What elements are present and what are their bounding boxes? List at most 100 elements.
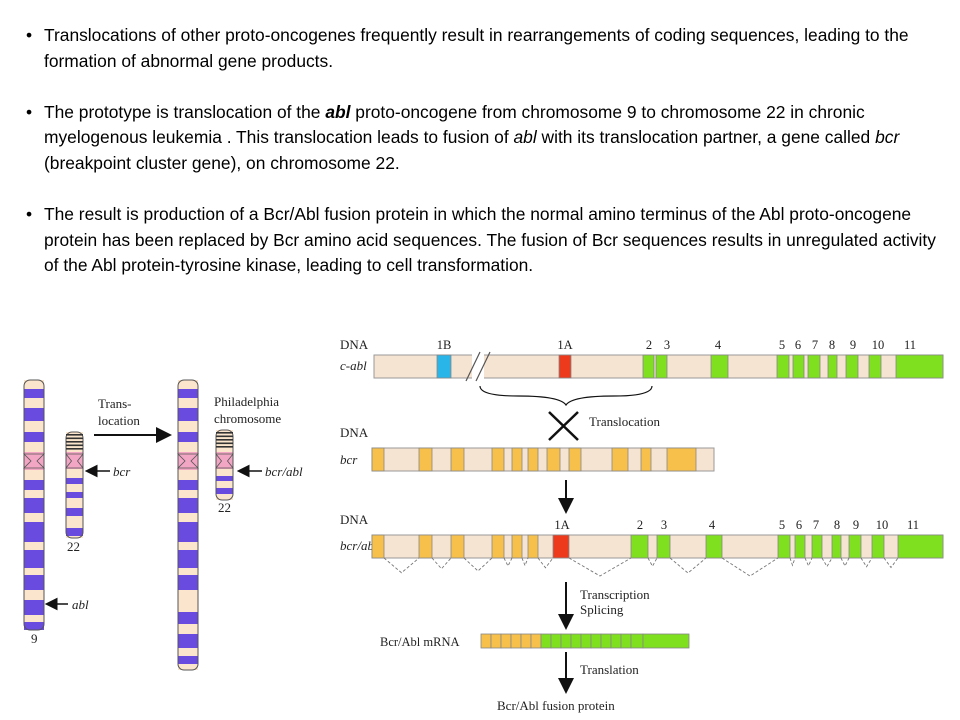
exon-block: [450, 534, 465, 559]
chromosome-band: [216, 488, 233, 494]
philadelphia-number: 22: [218, 500, 231, 515]
exon-block: [450, 447, 465, 472]
chromosome-band: [66, 516, 83, 528]
satellite-stripe: [66, 434, 83, 436]
abl-chromosome-label: abl: [72, 597, 89, 612]
bullet-list: •Translocations of other proto-oncogenes…: [26, 23, 946, 305]
exon-block: [527, 447, 539, 472]
satellite-stripe: [216, 435, 233, 438]
bullet-segment: with its translocation partner, a gene c…: [536, 127, 876, 148]
chromosome-band: [24, 550, 44, 568]
chromosome-band: [178, 442, 198, 452]
bullet-segment: The prototype is translocation of the: [44, 101, 326, 122]
chromosome-band: [216, 469, 233, 476]
exon-block: [705, 534, 723, 559]
mrna-segment: [490, 633, 502, 649]
exon-block: [630, 534, 649, 559]
chromosome-band: [178, 602, 198, 612]
exon-block: [371, 447, 385, 472]
chromosome-band: [66, 536, 83, 538]
mrna-label: Bcr/Abl mRNA: [380, 635, 460, 649]
splice-line: [821, 557, 833, 568]
chromosome-band: [178, 498, 198, 513]
centromere: [23, 453, 45, 469]
centromere: [177, 453, 199, 469]
chromosome-band: [66, 484, 83, 492]
splicing-label: Splicing: [580, 602, 624, 617]
exon-block: [807, 354, 821, 379]
chromosome-band: [24, 380, 44, 389]
mrna-segment: [500, 633, 512, 649]
chromosome-outline: [65, 431, 84, 539]
exon-label: 10: [872, 338, 885, 352]
splice-line: [521, 557, 529, 567]
abl-region-brace: [479, 385, 653, 407]
translocation-label-2: location: [98, 413, 140, 428]
chromosome-band: [24, 470, 44, 480]
exon-label: 6: [795, 338, 801, 352]
chromosome-9: [23, 379, 45, 631]
satellite-stripe: [66, 448, 83, 450]
exon-block: [640, 447, 652, 472]
chromosome-band: [178, 590, 198, 602]
chromosome-band: [178, 380, 198, 389]
translation-label: Translation: [580, 662, 639, 677]
chromosome-band: [178, 522, 198, 542]
chromosome-band: [24, 408, 44, 421]
chromosome-band: [66, 492, 83, 498]
chromosome-band: [178, 490, 198, 498]
exon-label: 5: [779, 518, 785, 532]
bullet-dot: •: [26, 25, 33, 45]
bullet-dot: •: [26, 101, 33, 122]
exon-label: 1A: [554, 518, 569, 532]
splice-line: [669, 557, 707, 574]
exon-block: [558, 354, 572, 379]
bullet-3: •The result is production of a Bcr/Abl f…: [26, 202, 946, 279]
bullet-text: The prototype is translocation of the ab…: [44, 100, 946, 177]
exon-label: 8: [829, 338, 835, 352]
chromosome-band: [178, 470, 198, 480]
chromosome-band: [178, 664, 198, 670]
mrna-segment: [610, 633, 622, 649]
exon-block: [868, 354, 882, 379]
satellite-stripe: [66, 441, 83, 443]
splice-line: [568, 557, 632, 577]
exon-block: [611, 447, 629, 472]
exon-label: 3: [661, 518, 667, 532]
bullet-dot: •: [26, 204, 33, 225]
exon-label: 10: [876, 518, 889, 532]
bcr-abl-mrna: [480, 633, 690, 649]
exon-block: [710, 354, 729, 379]
exon-block: [895, 354, 944, 379]
chromosome-band: [24, 622, 44, 630]
dna-label-bcr: DNA: [340, 425, 369, 440]
chromosome-band: [66, 478, 83, 484]
chromosome-band: [24, 542, 44, 550]
chromosome-band: [216, 476, 233, 481]
philadelphia-chromosome: [215, 429, 234, 501]
exon-block: [642, 354, 655, 379]
chromosome-band: [24, 615, 44, 622]
translocation-gene-label: Translocation: [589, 414, 661, 429]
exon-label: 4: [715, 338, 722, 352]
chromosome-band: [66, 528, 83, 536]
derivative-chromosome-9: [177, 379, 199, 671]
chromosome-9-number: 9: [31, 631, 38, 646]
mrna-segment: [580, 633, 592, 649]
bcr-chromosome-label: bcr: [113, 464, 131, 479]
exon-block: [436, 354, 452, 379]
exon-block: [666, 447, 697, 472]
exon-block: [418, 447, 433, 472]
exon-block: [777, 534, 791, 559]
mrna-segment: [520, 633, 532, 649]
chromosome-band: [178, 542, 198, 550]
exon-block: [792, 354, 805, 379]
exon-block: [794, 534, 806, 559]
exon-label: 11: [907, 518, 919, 532]
chromosome-outline: [215, 429, 234, 501]
gene-break-line: [475, 351, 491, 382]
dna-label-c-abl: DNA: [340, 337, 369, 352]
chromosome-band: [178, 389, 198, 398]
splice-line: [789, 557, 796, 567]
